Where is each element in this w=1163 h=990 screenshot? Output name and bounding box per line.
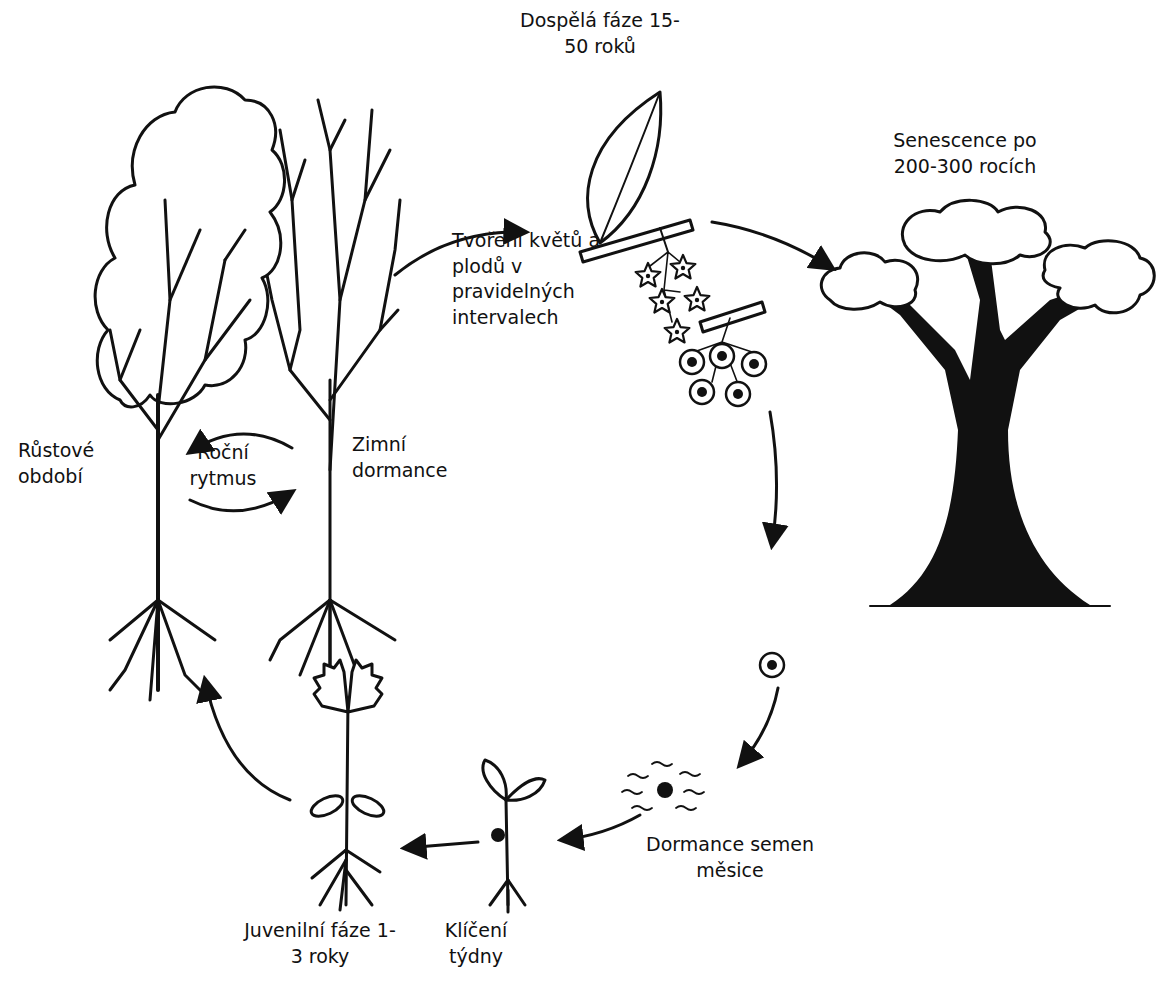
cycle-arrows bbox=[205, 222, 832, 848]
seedling bbox=[483, 760, 545, 912]
old-tree bbox=[821, 200, 1154, 606]
flowering-branch bbox=[580, 92, 766, 406]
stage-label: Dormance semen měsice bbox=[630, 832, 830, 883]
seed-coat bbox=[491, 828, 505, 842]
rhythm-label: Roční rytmus bbox=[180, 440, 266, 491]
stage-label: Růstové období bbox=[18, 438, 130, 489]
leafy-tree bbox=[95, 87, 284, 700]
stage-label: Klíčení týdny bbox=[430, 918, 522, 969]
stage-label: Senescence po 200-300 rocích bbox=[870, 128, 1060, 179]
stage-label: Tvoření květů a plodů v pravidelných int… bbox=[452, 228, 617, 331]
stage-label: Dospělá fáze 15-50 roků bbox=[520, 8, 680, 59]
stage-label: Juvenilní fáze 1-3 roky bbox=[240, 918, 400, 969]
juvenile-plant bbox=[308, 660, 387, 910]
seed bbox=[622, 653, 784, 810]
stage-label: Zimní dormance bbox=[352, 432, 476, 483]
